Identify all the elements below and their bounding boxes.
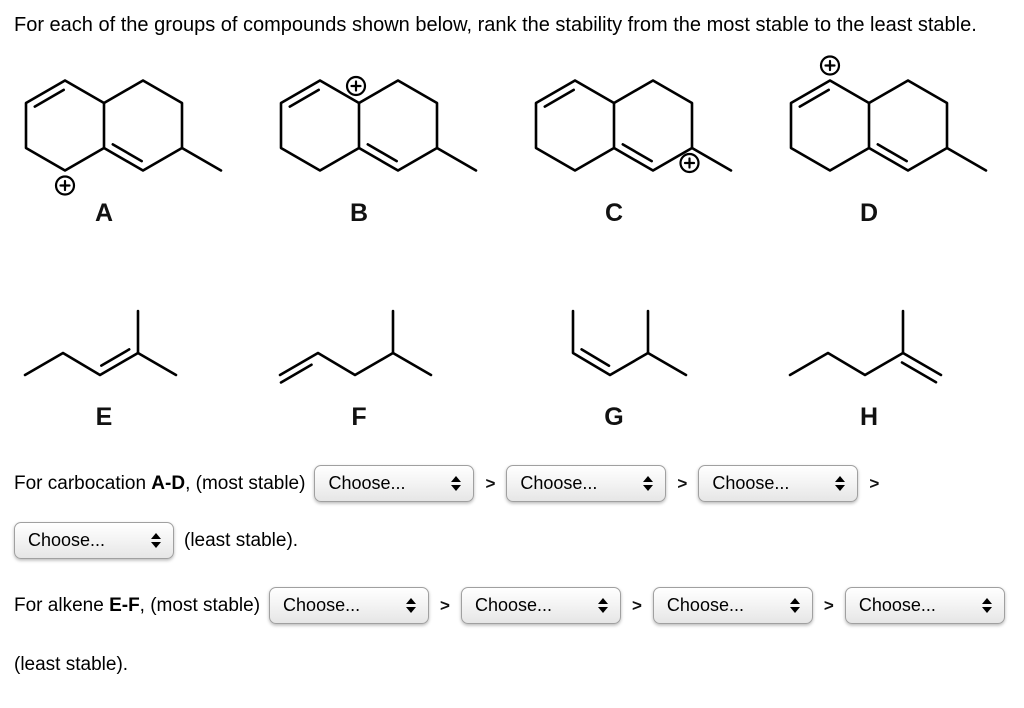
greater-than-separator: > [869,473,880,493]
molecule-g: G [510,287,765,431]
rank-select-alkene-2[interactable]: Choose... [460,587,621,624]
molecule-b: B [255,53,510,227]
plus-charge-icon [819,55,841,76]
select-value: Choose... [666,595,744,615]
greater-than-separator: > [677,473,688,493]
select-value: Choose... [474,595,553,615]
molecule-g-structure [571,309,688,377]
greater-than-separator: > [485,473,496,493]
select-value: Choose... [712,473,790,493]
least-stable-label: (least stable). [14,654,129,675]
plus-charge-icon [679,152,700,174]
select-updown-icon [451,476,462,491]
molecule-f-structure [278,309,433,384]
molecule-h: H [765,287,1020,431]
carbocation-rank-row-2: Choose... (least stable). [14,522,1024,559]
molecule-label: D [859,199,879,227]
molecule-h-structure [788,309,943,384]
molecule-c-structure [534,79,733,174]
molecule-label: A [94,199,114,227]
molecule-f: F [255,287,510,431]
plus-charge-icon [345,75,367,97]
greater-than-separator: > [631,595,642,615]
molecule-e: E [0,287,255,431]
rank-select-carbocation-3[interactable]: Choose... [698,465,859,502]
plus-charge-icon [54,175,76,196]
molecule-label: H [859,403,879,431]
molecule-label: F [351,403,367,431]
molecule-b-structure [279,75,478,172]
molecule-c: C [510,53,765,227]
molecule-d-structure [789,55,988,172]
carbocation-rank-row: For carbocation A-D, (most stable) Choos… [14,465,1024,502]
rank-select-carbocation-2[interactable]: Choose... [506,465,667,502]
least-stable-label: (least stable). [184,529,299,551]
alkene-prompt: For alkene E-F, (most stable) [14,594,261,616]
molecule-a: A [0,53,255,227]
molecule-d: D [765,53,1020,227]
rank-select-alkene-3[interactable]: Choose... [652,587,813,624]
select-updown-icon [981,598,992,613]
question-title: For each of the groups of compounds show… [14,14,977,36]
molecule-label: G [604,403,624,431]
rank-select-carbocation-1[interactable]: Choose... [314,465,475,502]
greater-than-separator: > [823,595,834,615]
select-updown-icon [597,598,608,613]
greater-than-separator: > [440,595,450,615]
carbocation-prompt: For carbocation A-D, (most stable) [14,472,306,494]
select-updown-icon [643,476,654,491]
rank-select-alkene-1[interactable]: Choose... [269,587,430,624]
molecule-label: B [349,199,369,227]
select-value: Choose... [283,595,361,615]
molecule-e-structure [23,309,178,377]
molecule-label: E [95,403,113,431]
select-value: Choose... [28,530,106,550]
alkene-group: E F G H [0,287,1024,431]
select-updown-icon [151,533,161,548]
select-value: Choose... [858,595,936,615]
alkene-rank-row-2: (least stable). [14,654,1024,676]
molecule-label: C [604,199,624,227]
rank-select-alkene-4[interactable]: Choose... [844,587,1005,624]
select-updown-icon [789,598,800,613]
select-value: Choose... [520,473,598,493]
rank-select-carbocation-4[interactable]: Choose... [14,522,174,559]
alkene-rank-row: For alkene E-F, (most stable) Choose... … [14,587,1024,624]
molecule-a-structure [24,79,223,196]
select-updown-icon [835,476,846,491]
select-value: Choose... [328,473,406,493]
carbocation-group: A B C [0,53,1024,227]
select-updown-icon [406,598,417,613]
